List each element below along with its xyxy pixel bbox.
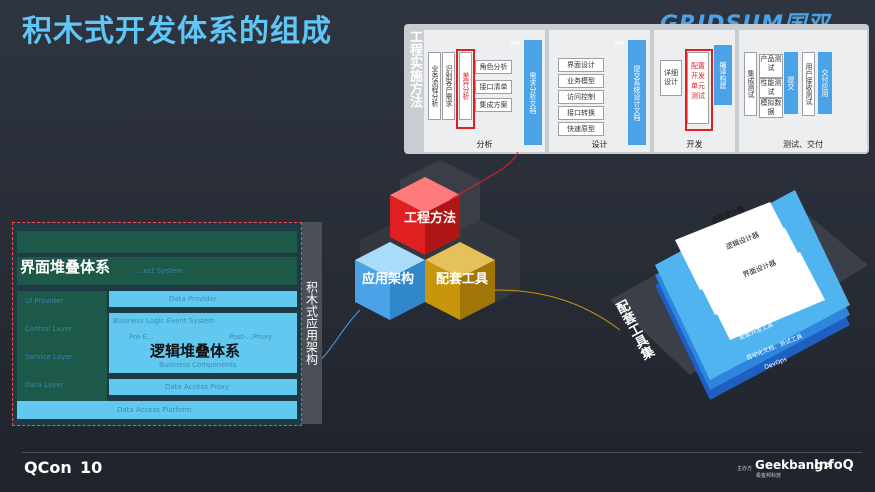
- toolset-diagram: [610, 190, 868, 400]
- layer-label: Data Access Platform: [117, 406, 192, 414]
- geekbang-logo: Geekbang>: [755, 458, 833, 472]
- item-product-test: 产品测试: [759, 54, 783, 78]
- item-detailed-design: 详细设计: [660, 60, 682, 96]
- item-config-dev-unit-test: 配置开发单元测试: [687, 52, 709, 124]
- logic-layer-access-platform: Data Access Platform: [17, 401, 297, 419]
- qcon-logo: QCon: [24, 458, 72, 477]
- logic-layer-access-proxy: Data Access Proxy: [109, 379, 297, 395]
- cube-left-left: [355, 260, 390, 320]
- cube-top-left: [390, 195, 425, 255]
- output-build: 编译构建: [714, 45, 732, 105]
- cube-label-method: 工程方法: [404, 211, 457, 226]
- cube-label-arch: 应用架构: [362, 272, 415, 287]
- ui-stack-label: 界面堆叠体系: [20, 258, 111, 276]
- item-interface-conversion: 接口转换: [558, 106, 604, 120]
- sheet-ui: [705, 252, 825, 340]
- highlight-config-dev: [685, 49, 713, 131]
- review-label: 评审: [510, 41, 521, 47]
- layer-label: Business Components: [159, 361, 237, 369]
- logic-layer-data-provider: Data Provider: [109, 291, 297, 307]
- page-title: 积木式开发体系的组成: [22, 14, 332, 49]
- item-integration-test: 集成测试: [744, 52, 757, 116]
- process-label: 工程实施方法: [407, 30, 422, 108]
- step-business-flow: 业务流程分析: [428, 52, 441, 120]
- phase-name: 设计: [591, 140, 608, 149]
- phase-name: 分析: [476, 140, 493, 149]
- cube-top-right: [425, 195, 460, 255]
- ui-layer-left: UI Provider Control Layer Service Layer …: [17, 291, 107, 419]
- output-design-doc: 提交系统设计文档: [628, 40, 646, 145]
- sponsor-label: 主办方: [737, 466, 753, 472]
- cube-label-tools: 配套工具: [436, 272, 489, 287]
- layer-label: Data Provider: [169, 295, 217, 303]
- step-gap-analysis: 差异分析: [459, 52, 472, 120]
- layer-label: Data Access Proxy: [165, 383, 230, 391]
- logic-stack-label: 逻辑堆叠体系: [150, 342, 241, 360]
- item-roles: 角色分析: [475, 60, 512, 74]
- architecture-panel: ...ect System UI Provider Control Layer …: [12, 222, 302, 426]
- footer-divider: [22, 452, 862, 453]
- layer-label: Business Logic Event System: [113, 317, 215, 325]
- output-requirements-doc: 需求分析文档: [524, 40, 542, 145]
- item-integration: 集成方案: [475, 98, 512, 112]
- logic-layer-event-system: Business Logic Event System Pre-E... Pos…: [109, 313, 297, 357]
- item-interfaces: 接口清单: [475, 80, 512, 94]
- connector-tools: [494, 289, 620, 331]
- item-ui-design: 界面设计: [558, 58, 604, 72]
- item-performance-test: 性能测试: [759, 78, 783, 98]
- layer-label: Service Layer: [25, 353, 73, 361]
- layer-label: ...ect System: [137, 267, 183, 275]
- layer-label: Control Layer: [25, 325, 73, 333]
- review-label: 评审: [614, 41, 625, 47]
- layer-label: Pre-E...: [129, 333, 154, 341]
- connector-process: [449, 151, 519, 201]
- cubes-diagram: [313, 151, 620, 366]
- architecture-label: 积木式应用架构: [302, 222, 322, 424]
- highlight-gap: [456, 49, 475, 129]
- item-access-control: 访问控制: [558, 90, 604, 104]
- cube-right-left: [425, 260, 460, 320]
- step-customer-needs: 识别客户需求: [442, 52, 455, 120]
- phase-name: 开发: [686, 140, 703, 149]
- cube-right-right: [460, 260, 495, 320]
- infoq-logo: InfoQ: [814, 458, 854, 473]
- layer-label: Post-...Proxy: [229, 333, 273, 341]
- qcon-anniversary: 10: [80, 458, 103, 477]
- cube-left-right: [390, 260, 425, 320]
- geekbang-subtitle: 极客邦科技: [756, 473, 782, 479]
- item-business-model: 业务模型: [558, 74, 604, 88]
- logic-layer-components: Business Components: [109, 357, 297, 373]
- layer-label: UI Provider: [25, 297, 64, 305]
- item-mock-data: 模拟数据: [759, 98, 783, 118]
- ui-layer-2: ...ect System: [17, 257, 297, 285]
- ui-layer-top: [17, 231, 297, 253]
- item-rapid-prototype: 快速原型: [558, 122, 604, 136]
- layer-label: Data Layer: [25, 381, 64, 389]
- item-user-acceptance-test: 用户接收测试: [802, 52, 815, 116]
- phase-name: 测试、交付: [783, 140, 823, 149]
- output-deliver-app: 交付应用: [818, 52, 832, 114]
- step-submit: 提交: [784, 52, 798, 114]
